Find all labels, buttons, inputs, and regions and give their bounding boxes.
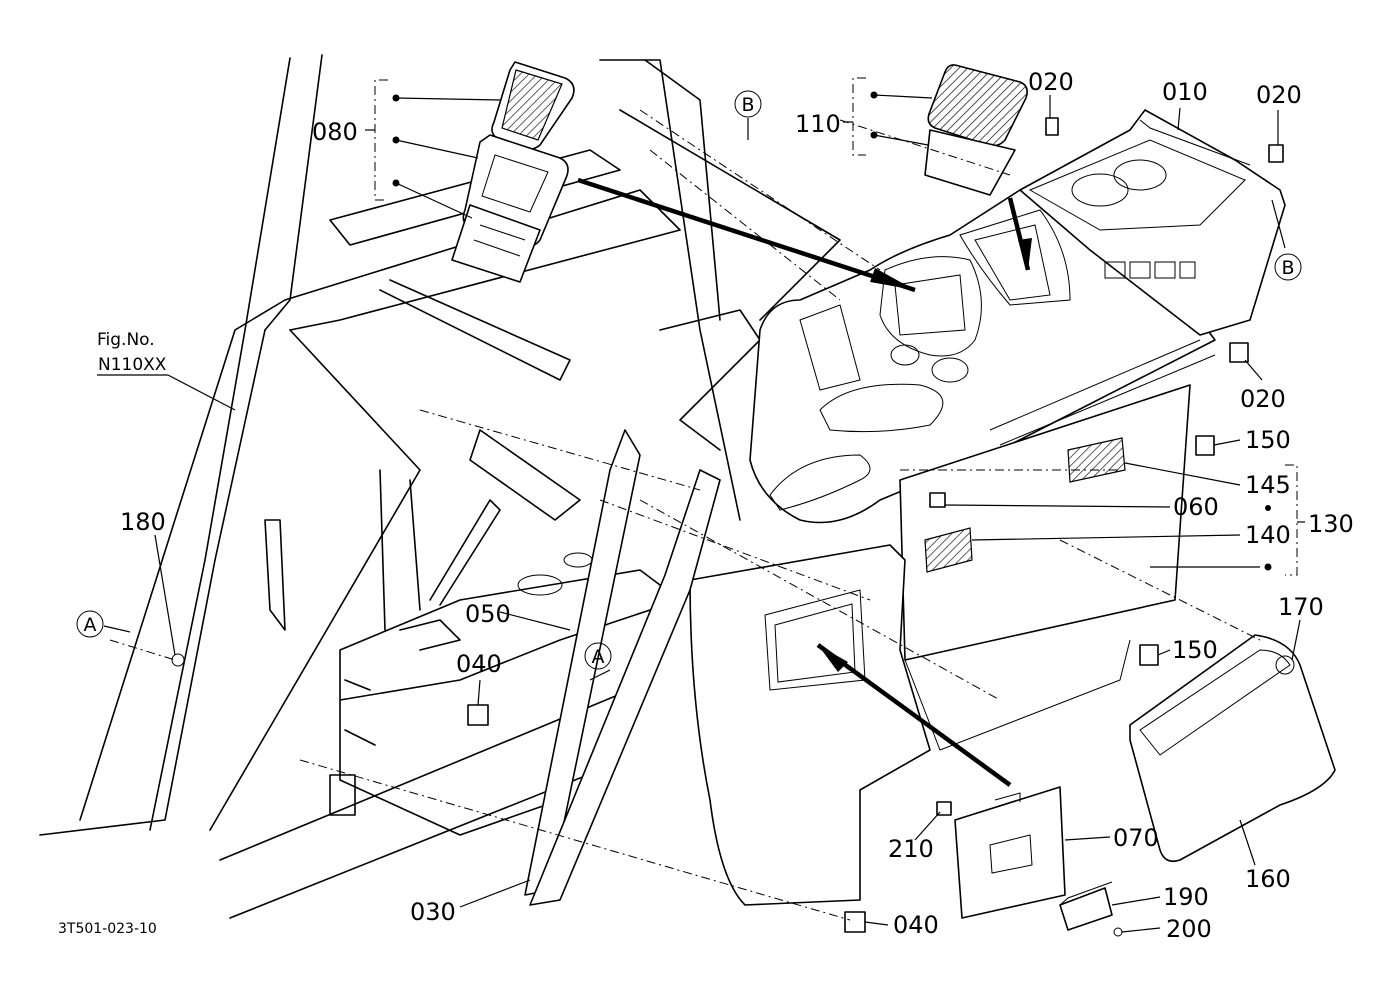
callout-060: 060 <box>1173 493 1219 521</box>
marker-b-right: B <box>1281 257 1294 279</box>
pad-110 <box>924 64 1028 196</box>
callout-020-lower: 020 <box>1240 385 1286 413</box>
callout-010: 010 <box>1162 78 1208 106</box>
console-010 <box>1019 109 1286 336</box>
plate-070 <box>954 786 1066 919</box>
fig-ref-label: Fig.No. <box>97 330 155 350</box>
drawing-code: 3T501-023-10 <box>58 921 157 937</box>
callout-110: 110 <box>795 110 841 138</box>
callout-210: 210 <box>888 835 934 863</box>
callout-020-top: 020 <box>1028 68 1074 96</box>
callout-050: 050 <box>465 600 511 628</box>
callout-200: 200 <box>1166 915 1212 943</box>
callout-190: 190 <box>1163 883 1209 911</box>
marker-a-center: A <box>592 646 605 668</box>
callout-180: 180 <box>120 508 166 536</box>
bracket-110 <box>843 77 933 156</box>
callout-150-lower: 150 <box>1172 636 1218 664</box>
callout-040-left: 040 <box>456 650 502 678</box>
fig-ref-number: N110XX <box>98 355 167 375</box>
assembly-arrows <box>577 177 1032 787</box>
callout-070: 070 <box>1113 824 1159 852</box>
callout-140: 140 <box>1245 521 1291 549</box>
cab-frame <box>39 54 841 919</box>
callout-130: 130 <box>1308 510 1354 538</box>
cover-160 <box>1129 634 1336 863</box>
marker-a-left: A <box>84 614 97 636</box>
callout-145: 145 <box>1245 471 1291 499</box>
bracket-080 <box>365 79 501 219</box>
callout-080: 080 <box>312 118 358 146</box>
callout-labels: 010 020 020 020 030 040 040 050 060 070 … <box>120 68 1354 943</box>
leader-lines <box>103 95 1301 933</box>
reference-markers: A A B B <box>76 90 1302 670</box>
callout-030: 030 <box>410 898 456 926</box>
figure-reference: Fig.No. N110XX 3T501-023-10 <box>58 330 168 937</box>
bolts <box>171 117 1284 937</box>
marker-b-top: B <box>741 94 754 116</box>
callout-170: 170 <box>1278 593 1324 621</box>
clip-190 <box>1059 881 1113 931</box>
lower-panel-060 <box>689 544 931 906</box>
callout-160: 160 <box>1245 865 1291 893</box>
pillar-030 <box>529 469 721 906</box>
callout-040-bottom: 040 <box>893 911 939 939</box>
callout-020-right: 020 <box>1256 81 1302 109</box>
pedal-pad-080 <box>451 61 575 283</box>
assembly-lines <box>109 109 1261 921</box>
callout-150-upper: 150 <box>1245 426 1291 454</box>
bracket-130 <box>1264 464 1305 576</box>
